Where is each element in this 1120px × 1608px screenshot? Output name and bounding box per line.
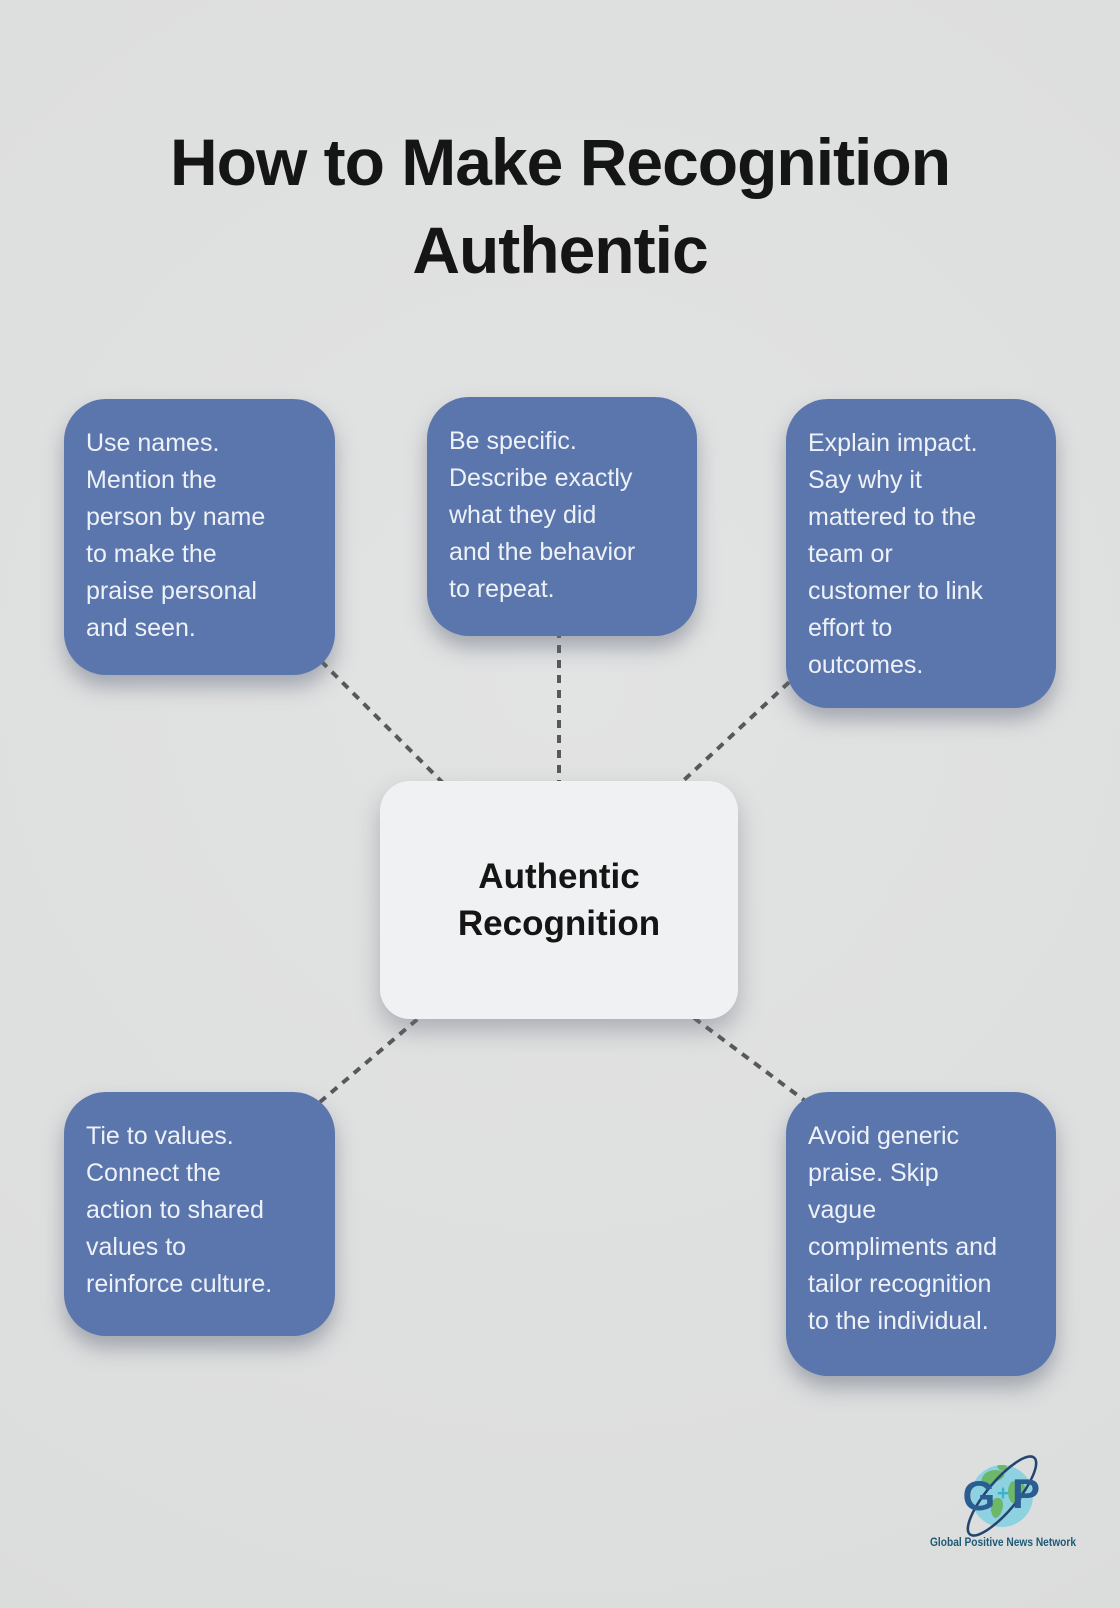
card-text: Avoid generic praise. Skip vague complim… [808, 1122, 997, 1335]
connector-line-top-right [666, 670, 802, 797]
globe-icon: G + P Global Positive News Network [930, 1455, 1076, 1549]
logo-plus: + [997, 1482, 1009, 1505]
card-avoid-generic-praise: Avoid generic praise. Skip vague complim… [786, 1092, 1056, 1376]
connector-line-top-left [298, 638, 462, 802]
logo-letter-p: P [1012, 1470, 1040, 1517]
card-be-specific: Be specific. Describe exactly what they … [427, 397, 697, 636]
connector-line-bottom-left [318, 998, 442, 1104]
orbit-ring [966, 1455, 1038, 1537]
page-title: How to Make Recognition Authentic [169, 125, 951, 287]
card-explain-impact: Explain impact. Say why it mattered to t… [786, 399, 1056, 708]
card-tie-to-values: Tie to values. Connect the action to sha… [64, 1092, 335, 1336]
logo-letter-g: G [963, 1472, 996, 1519]
card-text: Tie to values. Connect the action to sha… [86, 1122, 273, 1298]
gpnn-logo: G + P Global Positive News Network [920, 1442, 1090, 1567]
card-text: Be specific. Describe exactly what they … [449, 427, 636, 603]
logo-caption: Global Positive News Network [930, 1535, 1076, 1549]
card-text: Use names. Mention the person by name to… [86, 429, 266, 642]
card-text: Explain impact. Say why it mattered to t… [808, 429, 984, 679]
center-node: Authentic Recognition [380, 781, 738, 1019]
card-use-names: Use names. Mention the person by name to… [64, 399, 335, 675]
center-node-label: Authentic Recognition [457, 857, 661, 943]
